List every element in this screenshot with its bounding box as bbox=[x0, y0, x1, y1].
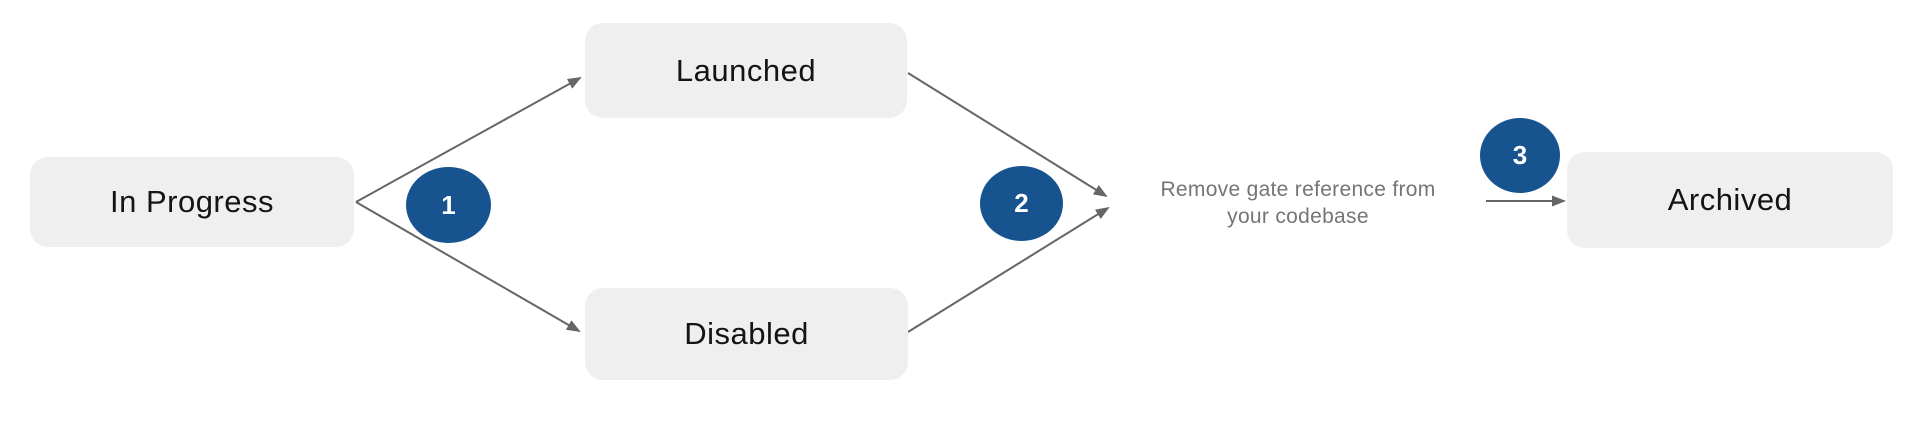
node-in-progress: In Progress bbox=[30, 157, 354, 247]
node-launched-label: Launched bbox=[675, 52, 817, 88]
step-1-number: 1 bbox=[441, 189, 456, 220]
step-badge-1: 1 bbox=[406, 167, 491, 243]
node-archived: Archived bbox=[1567, 152, 1893, 248]
step-3-number: 3 bbox=[1512, 140, 1528, 170]
annotation-line-2: your codebase bbox=[1227, 205, 1369, 228]
step-badge-2: 2 bbox=[980, 166, 1063, 241]
annotation-line-1: Remove gate reference from bbox=[1160, 178, 1436, 201]
annotation-remove-gate: Remove gate reference from your codebase bbox=[1128, 176, 1468, 230]
step-2-number: 2 bbox=[1014, 188, 1029, 218]
node-disabled-label: Disabled bbox=[684, 316, 809, 351]
node-launched: Launched bbox=[585, 23, 907, 118]
node-in-progress-label: In Progress bbox=[109, 184, 274, 219]
step-badge-3: 3 bbox=[1480, 118, 1560, 193]
node-disabled: Disabled bbox=[585, 288, 908, 380]
node-archived-label: Archived bbox=[1667, 182, 1793, 217]
